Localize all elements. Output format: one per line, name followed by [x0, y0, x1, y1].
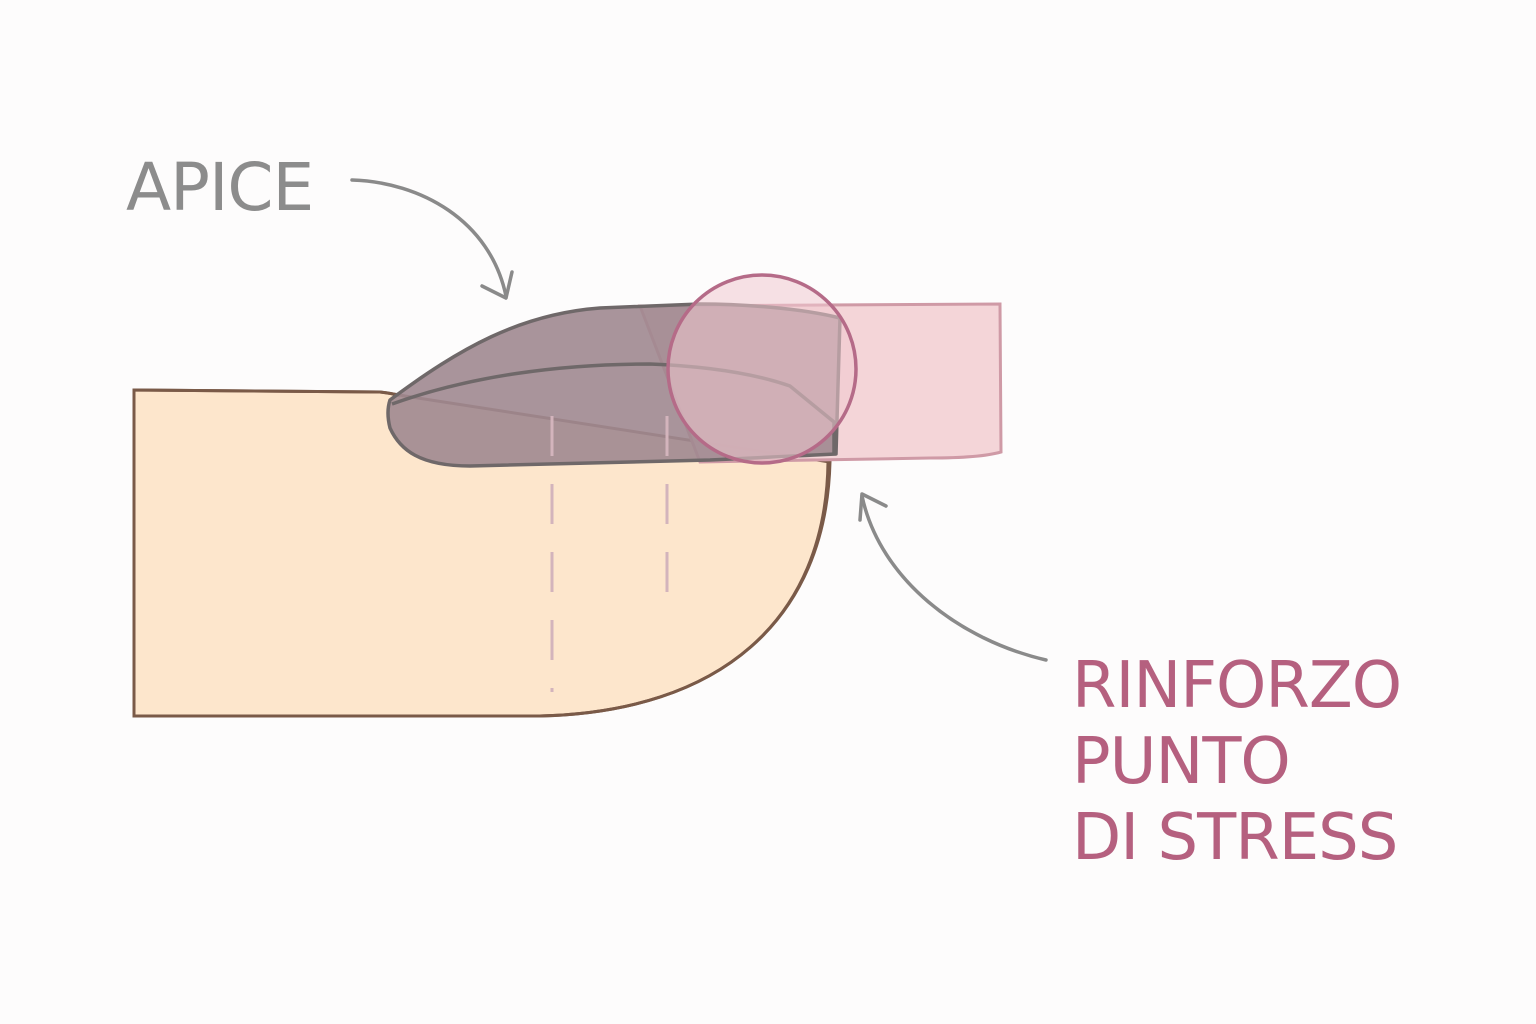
apex-arrowhead — [480, 270, 514, 300]
stress-point-circle — [666, 273, 858, 465]
stress-label-line-3: DI STRESS — [1072, 801, 1398, 875]
stress-reinforcement-label: RINFORZO PUNTO DI STRESS — [1072, 648, 1402, 876]
apex-label: APICE — [126, 149, 314, 226]
stress-arrowhead — [858, 492, 888, 522]
stress-label-line-1: RINFORZO — [1072, 649, 1402, 723]
stress-arrow — [860, 494, 1048, 662]
apex-arrow — [350, 178, 508, 298]
stress-label-line-2: PUNTO — [1072, 725, 1291, 799]
